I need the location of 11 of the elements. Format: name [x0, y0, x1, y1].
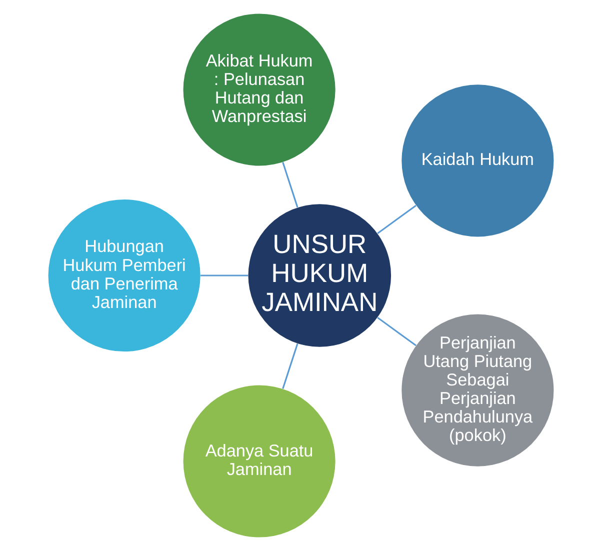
connector [282, 343, 298, 390]
node-circle: Hubungan Hukum Pemberi dan Penerima Jaminan [48, 199, 200, 352]
node-circle: Kaidah Hukum [402, 84, 554, 237]
node-circle: Adanya Suatu Jaminan [183, 385, 336, 538]
connector [377, 204, 416, 234]
connector [377, 316, 416, 346]
connector [200, 274, 248, 276]
node-circle: Akibat Hukum : Pelunasan Hutang dan Wanprestasi [183, 14, 336, 166]
connector [282, 162, 298, 208]
node-circle: UNSUR HUKUM JAMINAN [248, 204, 392, 347]
node-circle: Perjanjian Utang Piutang Sebagai Perjanjian Pendahulunya (pokok) [402, 314, 554, 466]
